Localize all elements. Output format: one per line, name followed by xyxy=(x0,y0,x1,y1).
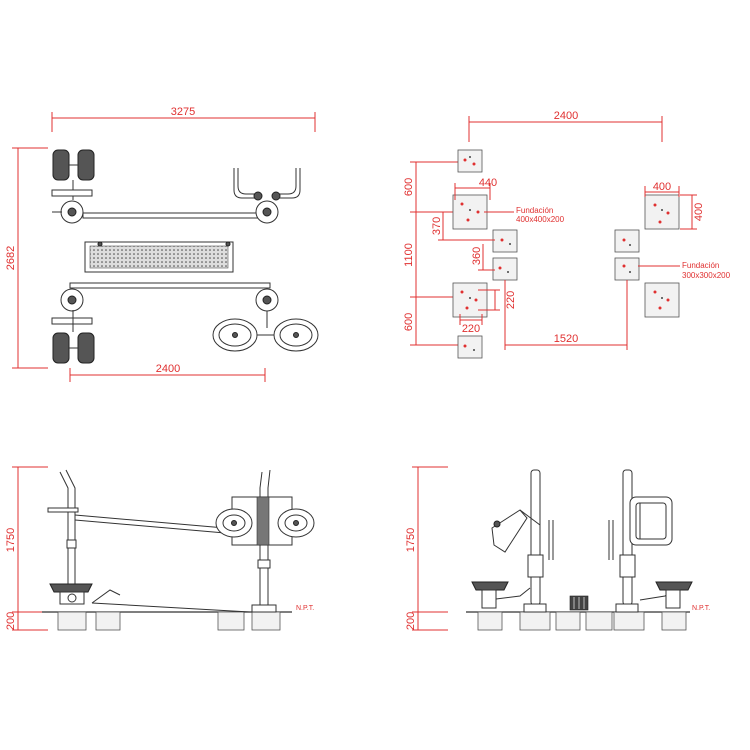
fnd-note-2-line2: 300x300x200 xyxy=(682,271,731,280)
plan-pedals xyxy=(212,311,319,352)
fnd-dim-b-label: 400 xyxy=(653,181,671,193)
fnd-footing-2 xyxy=(452,194,488,230)
front-dim-height: 1750 200 xyxy=(405,466,448,631)
fnd-dim-h-label: 1520 xyxy=(554,333,578,345)
plan-bench xyxy=(84,241,234,273)
fnd-dim-c: 400 xyxy=(680,194,705,230)
fnd-dim-b: 400 xyxy=(644,181,680,197)
plan-wheels-top xyxy=(52,149,95,200)
side-elevation: 1750 200 N.P.T. xyxy=(5,466,315,631)
fnd-footing-6 xyxy=(457,335,483,359)
fnd-dim-left-top-label: 600 xyxy=(403,178,415,196)
side-right-post xyxy=(215,469,315,613)
front-dim-base-label: 200 xyxy=(405,612,417,630)
fnd-dim-h: 1520 xyxy=(504,280,628,350)
fnd-footing-4 xyxy=(492,257,518,281)
plan-view: 3275 2682 2400 xyxy=(5,106,319,382)
side-dim-height-label: 1750 xyxy=(5,528,17,552)
fnd-dim-e-label: 360 xyxy=(471,247,483,265)
front-left-post xyxy=(471,469,554,613)
fnd-note-1: Fundación 400x400x200 xyxy=(484,206,565,224)
fnd-dim-f-label: 220 xyxy=(462,323,480,335)
plan-handle-left xyxy=(233,168,258,199)
fnd-note-2-line1: Fundación xyxy=(682,261,719,270)
fnd-footing-9 xyxy=(614,257,640,281)
fnd-note-1-line1: Fundación xyxy=(516,206,553,215)
fnd-dim-top: 2400 xyxy=(468,110,663,142)
fnd-dim-g: 220 xyxy=(478,289,517,311)
side-ground-label: N.P.T. xyxy=(296,605,314,612)
fnd-footing-7 xyxy=(644,194,680,230)
fnd-dim-d: 370 xyxy=(431,212,495,241)
side-left-post xyxy=(47,469,93,605)
fnd-footing-10 xyxy=(644,282,680,318)
fnd-dim-a: 440 xyxy=(454,177,497,200)
fnd-dim-left-mid-label: 1100 xyxy=(403,243,415,267)
plan-wheels-bottom xyxy=(52,310,95,364)
fnd-dim-left-bot-label: 600 xyxy=(403,313,415,331)
plan-dim-bottom: 2400 xyxy=(69,363,266,382)
fnd-dim-d-label: 370 xyxy=(431,217,443,235)
fnd-dim-top-label: 2400 xyxy=(554,110,578,122)
fnd-dim-e: 360 xyxy=(471,244,495,271)
fnd-note-1-line2: 400x400x200 xyxy=(516,215,565,224)
plan-dim-width-label: 3275 xyxy=(171,106,195,118)
front-ground-label: N.P.T. xyxy=(692,605,710,612)
front-right-post xyxy=(608,469,693,613)
front-elevation: 1750 200 N.P.T. xyxy=(405,466,710,631)
fnd-dim-g-label: 220 xyxy=(505,291,517,309)
side-beam xyxy=(74,514,226,529)
fnd-dim-a-label: 440 xyxy=(479,177,497,189)
foundation-plan: 2400 600 1100 600 xyxy=(403,110,731,359)
side-dim-height: 1750 200 xyxy=(5,466,48,631)
fnd-dim-c-label: 400 xyxy=(693,203,705,221)
fnd-footing-5 xyxy=(452,282,488,318)
fnd-dim-left: 600 1100 600 xyxy=(403,161,460,346)
plan-dim-bottom-label: 2400 xyxy=(156,363,180,375)
plan-bar-bottom xyxy=(69,282,271,289)
side-dim-base-label: 200 xyxy=(5,612,17,630)
fnd-footing-1 xyxy=(457,149,483,173)
plan-dim-height-label: 2682 xyxy=(5,246,17,270)
plan-dim-width: 3275 xyxy=(51,106,316,132)
front-dim-height-label: 1750 xyxy=(405,528,417,552)
fnd-note-2: Fundación 300x300x200 xyxy=(638,261,731,280)
fnd-dim-f: 220 xyxy=(459,314,483,335)
plan-handle-right xyxy=(276,168,301,199)
fnd-footing-3 xyxy=(492,229,518,253)
plan-dim-height: 2682 xyxy=(5,147,48,369)
plan-bar-top xyxy=(82,212,269,219)
fnd-footing-8 xyxy=(614,229,640,253)
